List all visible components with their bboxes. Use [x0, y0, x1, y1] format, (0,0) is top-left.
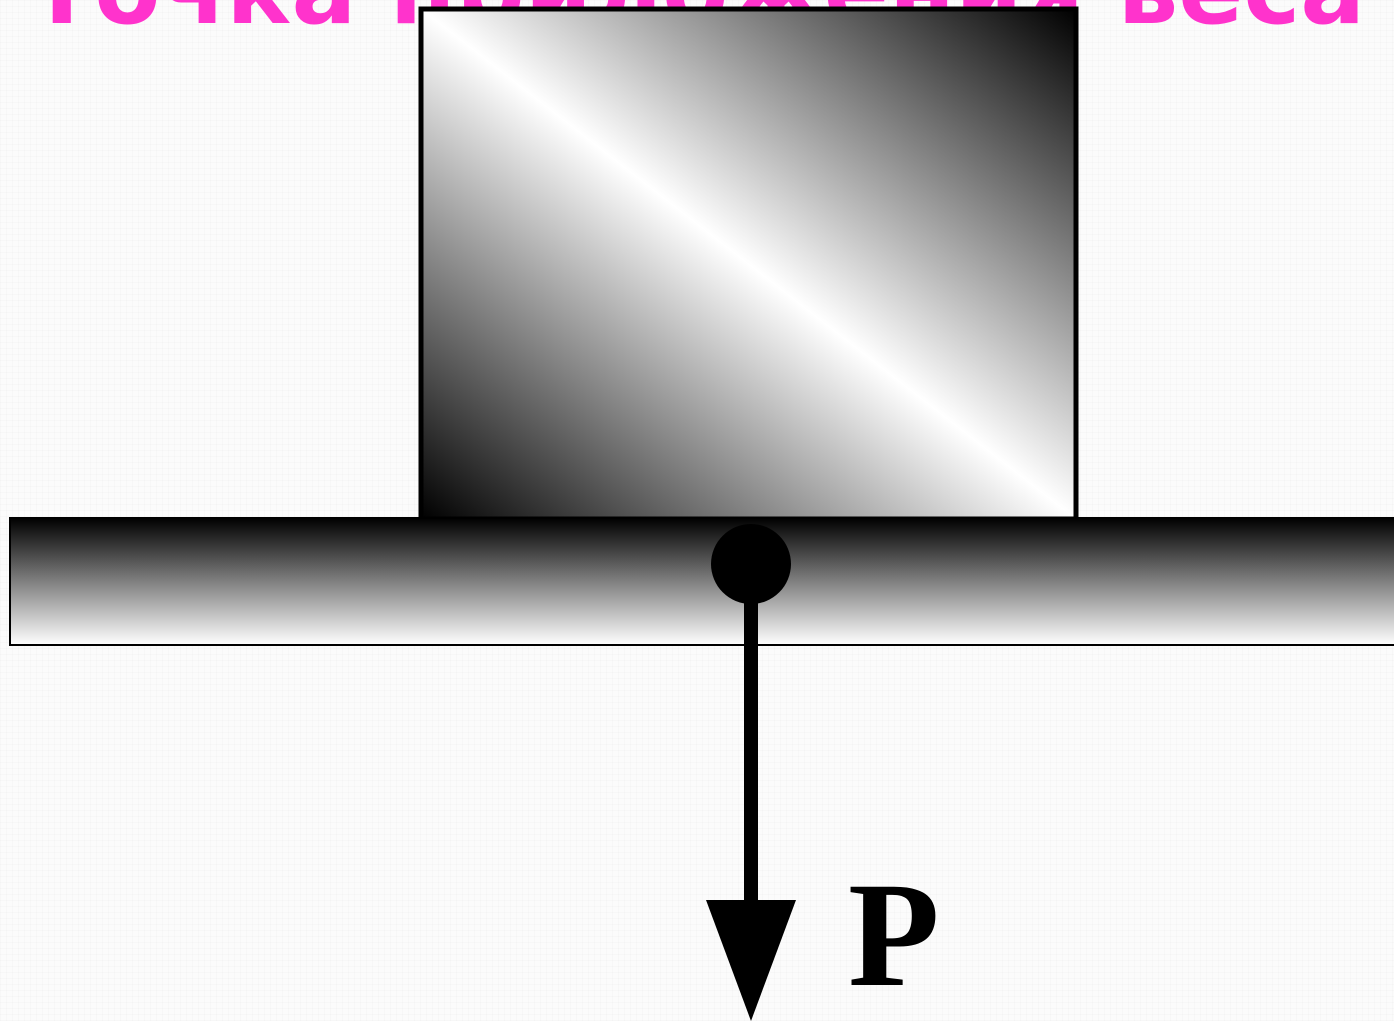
block [418, 6, 1079, 522]
support-surface [9, 517, 1394, 646]
weight-vector-arrowhead [706, 900, 796, 1021]
force-label: P [848, 852, 940, 1018]
